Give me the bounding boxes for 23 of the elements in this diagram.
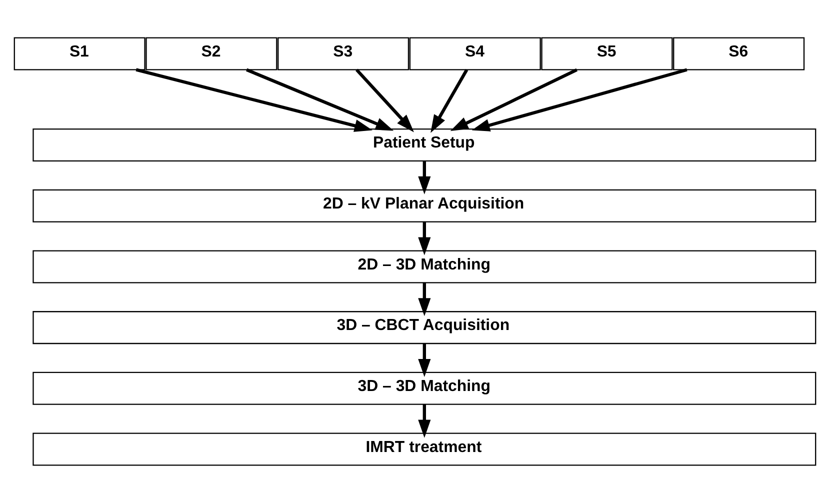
arrow (418, 343, 431, 376)
arrow (356, 68, 414, 132)
arrow (246, 68, 394, 130)
node-box: S6 (673, 36, 805, 70)
arrow (418, 160, 431, 194)
node-box: IMRT treatment (32, 432, 816, 466)
node-box: 3D – 3D Matching (32, 371, 816, 404)
node-box: Patient Setup (32, 128, 816, 162)
arrow (136, 68, 372, 132)
node-box: 3D – CBCT Acquisition (32, 310, 816, 344)
arrow (418, 221, 431, 255)
arrow (418, 282, 431, 316)
node-box: S4 (409, 36, 541, 70)
node-box: S5 (541, 36, 673, 70)
arrow (472, 68, 688, 131)
arrow (418, 404, 431, 438)
node-box: 2D – kV Planar Acquisition (32, 188, 816, 222)
node-box: 2D – 3D Matching (32, 250, 816, 283)
node-box: S1 (14, 36, 146, 70)
node-box: S2 (146, 36, 278, 70)
arrow (450, 68, 578, 131)
node-box: S3 (278, 36, 410, 70)
arrow (430, 68, 468, 132)
